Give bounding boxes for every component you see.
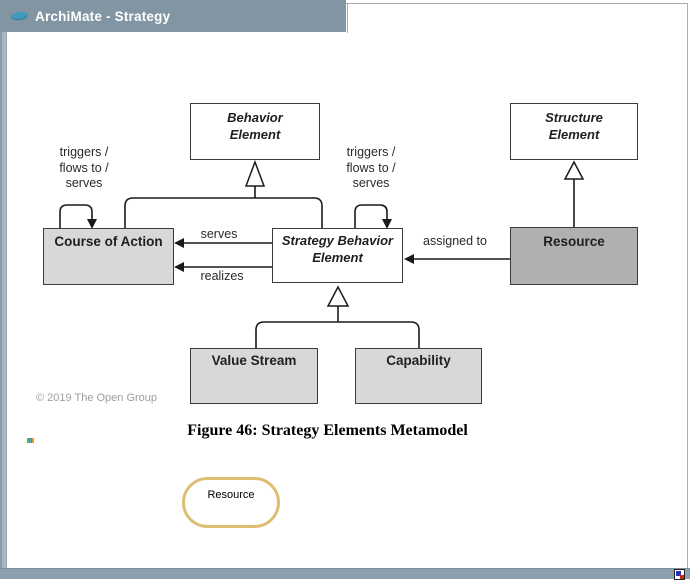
resize-icon-blue-square [676,571,681,576]
label-triggers-flows-serves-right: triggers / flows to / serves [346,145,396,190]
window-title: ArchiMate - Strategy [35,8,171,24]
label-serves: serves [200,227,238,241]
frame-divider [347,3,348,33]
window-left-frame [0,32,7,579]
window-titlebar[interactable]: ArchiMate - Strategy [0,0,346,32]
box-behavior-element: Behavior Element [190,103,320,160]
box-course-of-action: Course of Action [43,228,174,285]
cursor-artifact-icon [27,438,34,443]
copyright-text: © 2019 The Open Group [36,392,158,404]
box-value-stream: Value Stream [190,348,318,404]
resize-handle-icon[interactable] [674,569,685,580]
label-triggers-flows-serves-left: triggers / flows to / serves [59,145,109,190]
box-resource: Resource [510,227,638,285]
box-structure-element: Structure Element [510,103,638,160]
resource-element-label: Resource [207,489,255,501]
resize-icon-red-square [680,575,684,579]
window-bottom-frame [0,568,690,579]
content-area [6,3,688,569]
label-realizes: realizes [200,269,244,283]
resource-element[interactable]: Resource [182,477,280,528]
box-capability: Capability [355,348,482,404]
figure-caption: Figure 46: Strategy Elements Metamodel [187,422,468,439]
label-assigned-to: assigned to [423,234,487,248]
box-strategy-behavior-element: Strategy Behavior Element [272,228,403,283]
archimate-app-icon [10,10,29,22]
